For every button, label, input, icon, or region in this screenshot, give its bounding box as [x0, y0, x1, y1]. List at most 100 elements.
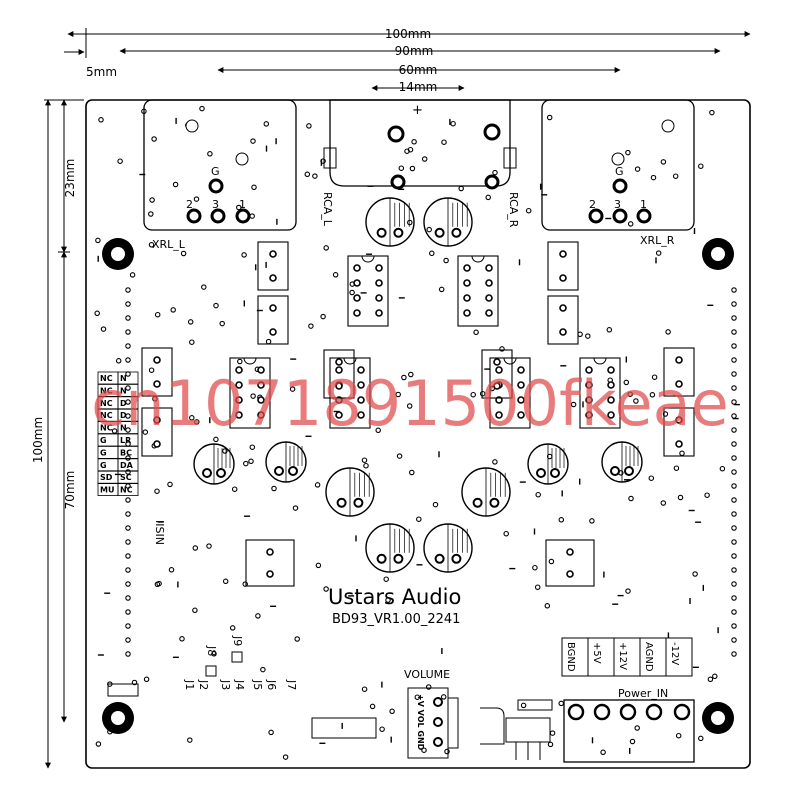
- pin-table-right: N: [120, 374, 127, 383]
- boxed-part: [323, 349, 355, 399]
- watermark-text: cn1071891500fkeae: [91, 367, 729, 440]
- capacitor-stripe: [547, 443, 569, 485]
- capacitor-pad: [451, 227, 462, 238]
- capacitor-stripe: [485, 467, 511, 517]
- capacitor-pad: [624, 466, 634, 476]
- dip-ic: [489, 357, 531, 429]
- capacitor-stripe: [285, 441, 307, 483]
- xlr-right-pin-3: 3: [614, 198, 621, 211]
- pin-table-right: N: [120, 386, 127, 395]
- xlr-left-pin-2: 2: [186, 198, 193, 211]
- jumper-label: J2: [197, 679, 210, 690]
- dim-100mm: 100mm: [385, 27, 431, 41]
- pin-table-left: MU: [100, 486, 114, 495]
- power-pin-label: +12V: [617, 642, 628, 670]
- pin-table-right: NC: [120, 486, 133, 495]
- version-label: BD93_VR1.00_2241: [332, 612, 460, 627]
- capacitor-pad: [550, 468, 560, 478]
- rca-left-label: RCA_L: [321, 192, 334, 227]
- volume-label: VOLUME: [404, 668, 450, 681]
- capacitor-pad: [274, 466, 284, 476]
- boxed-part: [663, 407, 695, 457]
- pin-table-left: SD: [100, 473, 113, 482]
- volume-pin-labels: +V VOL GND: [416, 694, 425, 751]
- boxed-part: [663, 347, 695, 397]
- boxed-part: [141, 407, 173, 457]
- dim-70mm: 70mm: [63, 471, 77, 510]
- dip-ic: [457, 255, 499, 327]
- xlr-left-connector: [143, 99, 297, 231]
- boxed-part: [547, 295, 579, 345]
- jumper-label: J5: [251, 679, 264, 690]
- capacitor-pad: [202, 468, 212, 478]
- xlr-right-pin-2: 2: [589, 198, 596, 211]
- xlr-right-pin-g: G: [615, 165, 624, 178]
- capacitor-pad: [434, 553, 445, 564]
- pin-table-left: G: [100, 448, 107, 457]
- pin-table-right: LR: [120, 436, 131, 445]
- capacitor-stripe: [213, 443, 235, 485]
- boxed-part: [245, 539, 295, 587]
- pin-table-left: NC: [100, 386, 113, 395]
- capacitor-pad: [376, 227, 387, 238]
- boxed-part: [141, 347, 173, 397]
- pin-table-left: NC: [100, 374, 113, 383]
- dim-5mm: 5mm: [86, 65, 117, 79]
- capacitor-pad: [610, 466, 620, 476]
- dim-100mm-vertical: 100mm: [31, 417, 45, 463]
- dim-90mm: 90mm: [395, 44, 434, 58]
- capacitor-pad: [353, 497, 364, 508]
- pin-table-left: G: [100, 436, 107, 445]
- mounting-holes: [102, 238, 734, 734]
- dim-23mm: 23mm: [63, 159, 77, 198]
- pin-table-right: DA: [120, 461, 134, 470]
- boxed-components: [141, 241, 695, 587]
- capacitor-stripe: [389, 523, 415, 573]
- dim-60mm: 60mm: [399, 63, 438, 77]
- jumper-label: J6: [265, 679, 278, 690]
- pin-table-left: NC: [100, 424, 113, 433]
- power-pin-label: -12V: [669, 642, 680, 665]
- capacitor-pad: [393, 553, 404, 564]
- rca-right-label: RCA_R: [507, 192, 520, 228]
- power-pin-label: +5V: [591, 642, 602, 664]
- dip-ic-sockets: [229, 255, 621, 429]
- pin-table-cell: [117, 396, 139, 410]
- pin-table-right: N: [120, 424, 127, 433]
- jumper-j9: J9: [231, 635, 244, 646]
- pin-table-right: SC: [120, 473, 132, 482]
- power-pin-labels: BGND +5V +12V AGND -12V: [565, 642, 680, 672]
- power-pin-label: AGND: [643, 642, 654, 672]
- capacitor-stripe: [389, 197, 415, 247]
- xlr-right-connector: [541, 99, 695, 231]
- power-terminal-block: [563, 699, 695, 763]
- pin-table-right: D: [120, 411, 127, 420]
- dip-ic: [579, 357, 621, 429]
- capacitor-stripe: [621, 441, 643, 483]
- capacitor-pad: [434, 227, 445, 238]
- capacitor-pad: [288, 466, 298, 476]
- iis-in-label: IISIN: [153, 520, 166, 545]
- pin-table-left: G: [100, 461, 107, 470]
- boxed-part: [257, 295, 289, 345]
- xlr-left-label: XRL_L: [152, 238, 186, 251]
- dim-14mm: 14mm: [399, 80, 438, 94]
- rca-plus-mark: +: [412, 103, 423, 118]
- rca-connector: [323, 99, 517, 190]
- xlr-left-pin-3: 3: [212, 198, 219, 211]
- xlr-right-label: XRL_R: [640, 234, 675, 247]
- capacitor-pad: [536, 468, 546, 478]
- boxed-part: [545, 539, 595, 587]
- boxed-part: [257, 241, 289, 291]
- power-pin-label: BGND: [565, 642, 576, 672]
- capacitor-pad: [336, 497, 347, 508]
- power-in-label: Power_IN: [618, 687, 668, 700]
- via-field: [94, 105, 740, 760]
- jumper-j8: J8: [205, 645, 218, 656]
- capacitor-pad: [216, 468, 226, 478]
- pin-table-left: NC: [100, 399, 113, 408]
- xlr-left-pin-1: 1: [239, 198, 246, 211]
